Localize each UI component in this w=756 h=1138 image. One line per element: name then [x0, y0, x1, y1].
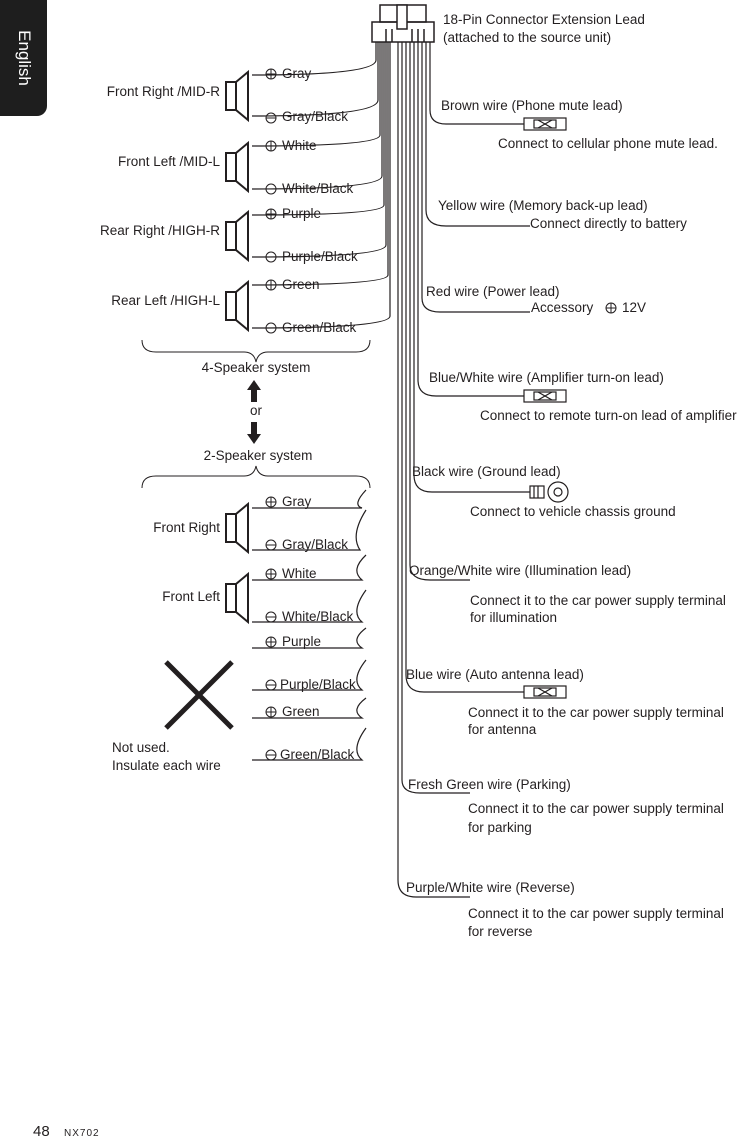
speaker-wire-bundle — [251, 42, 391, 329]
not-used-x-icon — [164, 660, 234, 730]
speaker-icons-4 — [225, 69, 249, 333]
connector-18-pin — [371, 4, 435, 43]
wire-label: Gray/Black — [282, 537, 348, 552]
lead-title: Blue/White wire (Amplifier turn-on lead) — [429, 370, 664, 385]
speaker-label: Rear Right /HIGH-R — [100, 223, 220, 238]
page-number: 48 — [33, 1123, 50, 1138]
wire-labels-4: Gray Gray/Black White White/Black Purple… — [282, 66, 358, 335]
lead-desc: 12V — [622, 300, 646, 315]
polarity-symbols-4 — [265, 68, 277, 334]
plug-icon — [523, 685, 567, 699]
lead-title: Red wire (Power lead) — [426, 284, 560, 299]
wire-label: Purple — [282, 206, 321, 221]
wire-label: White — [282, 566, 317, 581]
speaker-label: Front Left — [162, 589, 220, 604]
wire-label: Gray — [282, 66, 312, 81]
plug-icon — [523, 117, 567, 131]
language-tab: English — [0, 0, 47, 116]
wire-label: White/Black — [282, 181, 354, 196]
lead-desc: Connect it to the car power supply termi… — [468, 705, 724, 720]
speaker-label: Front Right /MID-R — [107, 84, 221, 99]
not-used-note-line1: Not used. — [112, 740, 170, 755]
or-label: or — [250, 403, 263, 418]
two-speaker-brace — [141, 465, 371, 489]
lead-title: Fresh Green wire (Parking) — [408, 777, 571, 792]
or-arrows — [247, 380, 261, 444]
wire-label: Purple/Black — [280, 677, 356, 692]
ground-terminal-icon — [529, 481, 569, 503]
lead-desc: Connect to cellular phone mute lead. — [498, 136, 718, 151]
lead-desc: for illumination — [470, 610, 557, 625]
lead-texts: Brown wire (Phone mute lead) Connect to … — [406, 98, 737, 939]
two-speaker-label: 2-Speaker system — [204, 448, 313, 463]
wire-label: Green/Black — [280, 747, 355, 762]
lead-title: Brown wire (Phone mute lead) — [441, 98, 623, 113]
connector-title-line1: 18-Pin Connector Extension Lead — [443, 12, 645, 27]
plus-icon — [605, 302, 617, 314]
lead-desc: for antenna — [468, 722, 537, 737]
lead-wire-bundle — [397, 42, 530, 898]
lead-desc: for reverse — [468, 924, 533, 939]
lead-title: Purple/White wire (Reverse) — [406, 880, 575, 895]
lead-title: Orange/White wire (Illumination lead) — [409, 563, 631, 578]
wire-label: Green — [282, 277, 320, 292]
two-speaker-wires — [252, 489, 367, 761]
wire-label: White — [282, 138, 317, 153]
speaker-label: Front Left /MID-L — [118, 154, 221, 169]
wire-label: White/Black — [282, 609, 354, 624]
lead-desc: Connect directly to battery — [530, 216, 687, 231]
speaker-label: Rear Left /HIGH-L — [111, 293, 220, 308]
wire-label: Green/Black — [282, 320, 357, 335]
lead-desc: Accessory — [531, 300, 594, 315]
speaker-labels-4: Front Right /MID-R Front Left /MID-L Rea… — [100, 84, 221, 308]
model-name: NX702 — [64, 1128, 100, 1138]
wire-label: Gray/Black — [282, 109, 348, 124]
four-speaker-label: 4-Speaker system — [202, 360, 311, 375]
speaker-icons-2 — [225, 501, 249, 625]
plug-icon — [523, 389, 567, 403]
lead-desc: Connect it to the car power supply termi… — [470, 593, 726, 608]
not-used-note-line2: Insulate each wire — [112, 758, 221, 773]
speaker-label: Front Right — [153, 520, 220, 535]
wire-label: Purple/Black — [282, 249, 358, 264]
wire-label: Green — [282, 704, 320, 719]
wire-label: Purple — [282, 634, 321, 649]
wire-labels-2: Gray Gray/Black White White/Black Purple… — [280, 494, 356, 762]
lead-desc: Connect it to the car power supply termi… — [468, 801, 724, 816]
plug-icons — [523, 117, 567, 699]
lead-desc: for parking — [468, 820, 532, 835]
lead-desc: Connect it to the car power supply termi… — [468, 906, 724, 921]
lead-desc: Connect to remote turn-on lead of amplif… — [480, 408, 737, 423]
lead-title: Blue wire (Auto antenna lead) — [406, 667, 584, 682]
polarity-symbols-2 — [265, 496, 277, 761]
lead-title: Yellow wire (Memory back-up lead) — [438, 198, 648, 213]
connector-title-line2: (attached to the source unit) — [443, 30, 611, 45]
wire-label: Gray — [282, 494, 312, 509]
lead-title: Black wire (Ground lead) — [412, 464, 561, 479]
four-speaker-brace — [141, 339, 371, 363]
lead-desc: Connect to vehicle chassis ground — [470, 504, 676, 519]
